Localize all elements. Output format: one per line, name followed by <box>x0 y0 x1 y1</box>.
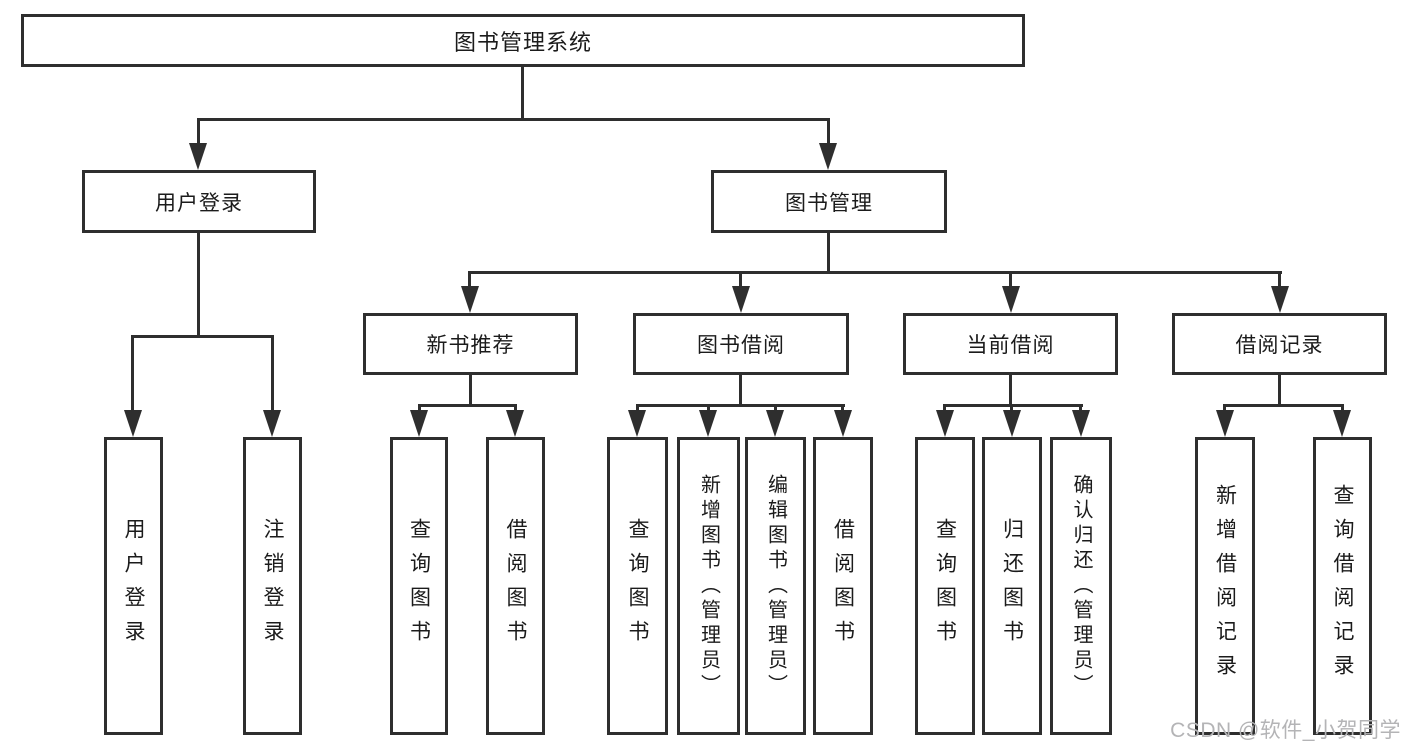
node-label: 图书管理系统 <box>453 29 592 55</box>
arrow-down <box>1072 410 1090 437</box>
node-current-borrowing: 当前借阅 <box>903 313 1118 375</box>
connector-vline <box>1223 404 1226 413</box>
node-label: 新书推荐 <box>426 334 515 357</box>
connector-hline <box>943 404 1083 407</box>
connector-vline <box>1278 375 1281 407</box>
leaf-label: 查询图书 <box>407 518 431 654</box>
connector-hline <box>1223 404 1344 407</box>
connector-hline <box>636 404 845 407</box>
connector-vline <box>1010 404 1013 413</box>
arrow-down <box>1333 410 1351 437</box>
leaf-borrowing-query-books: 查询图书 <box>607 437 668 735</box>
leaf-user-login: 用户登录 <box>104 437 163 735</box>
connector-vline <box>707 404 710 413</box>
node-new-book-recommend: 新书推荐 <box>363 313 578 375</box>
connector-vline <box>739 271 742 290</box>
connector-hline <box>468 271 1282 274</box>
leaf-label: 确认归还（管理员） <box>1070 473 1092 699</box>
node-book-borrowing: 图书借阅 <box>633 313 849 375</box>
node-label: 用户登录 <box>155 191 243 215</box>
connector-vline <box>827 233 830 273</box>
arrow-down <box>936 410 954 437</box>
leaf-label: 归还图书 <box>1000 518 1024 654</box>
arrow-down <box>1003 410 1021 437</box>
arrow-down <box>506 410 524 437</box>
arrow-down <box>766 410 784 437</box>
leaf-label: 查询图书 <box>933 518 957 654</box>
node-user-login: 用户登录 <box>82 170 316 233</box>
node-borrowing-records: 借阅记录 <box>1172 313 1387 375</box>
leaf-current-confirm-return-admin: 确认归还（管理员） <box>1050 437 1112 735</box>
arrow-down <box>410 410 428 437</box>
leaf-records-query-borrow-record: 查询借阅记录 <box>1313 437 1372 735</box>
connector-vline <box>131 335 134 411</box>
connector-vline <box>943 404 946 413</box>
leaf-recommend-query-books: 查询图书 <box>390 437 448 735</box>
leaf-current-return-books: 归还图书 <box>982 437 1042 735</box>
connector-vline <box>1009 271 1012 290</box>
leaf-label: 借阅图书 <box>504 518 527 654</box>
leaf-borrowing-borrow-books: 借阅图书 <box>813 437 873 735</box>
leaf-label: 新增借阅记录 <box>1213 484 1237 688</box>
node-book-management: 图书管理 <box>711 170 947 233</box>
leaf-label: 注销登录 <box>261 518 284 654</box>
node-library-system: 图书管理系统 <box>21 14 1025 67</box>
connector-vline <box>468 271 471 290</box>
connector-vline <box>841 404 844 413</box>
arrow-down <box>819 143 837 170</box>
leaf-borrowing-edit-books-admin: 编辑图书（管理员） <box>745 437 806 735</box>
arrow-down <box>124 410 142 437</box>
connector-vline <box>739 375 742 407</box>
leaf-label: 查询借阅记录 <box>1331 484 1354 688</box>
node-label: 图书借阅 <box>697 334 785 357</box>
connector-vline <box>774 404 777 413</box>
arrow-down <box>628 410 646 437</box>
leaf-recommend-borrow-books: 借阅图书 <box>486 437 545 735</box>
leaf-borrowing-add-books-admin: 新增图书（管理员） <box>677 437 740 735</box>
connector-hline <box>418 404 517 407</box>
connector-hline <box>197 118 830 121</box>
leaf-label: 用户登录 <box>122 518 145 654</box>
connector-vline <box>469 375 472 407</box>
node-label: 借阅记录 <box>1235 334 1324 357</box>
connector-vline <box>636 404 639 413</box>
arrow-down <box>189 143 207 170</box>
connector-vline <box>197 118 200 146</box>
arrow-down <box>699 410 717 437</box>
arrow-down <box>263 410 281 437</box>
connector-vline <box>418 404 421 413</box>
arrow-down <box>1002 286 1020 313</box>
leaf-label: 查询图书 <box>626 518 649 654</box>
arrow-down <box>834 410 852 437</box>
node-label: 当前借阅 <box>966 334 1055 357</box>
leaf-label: 借阅图书 <box>831 518 855 654</box>
connector-vline <box>197 233 200 335</box>
connector-vline <box>521 67 524 118</box>
leaf-label: 编辑图书（管理员） <box>764 473 787 699</box>
watermark: CSDN @软件_小贺同学 <box>1170 719 1401 742</box>
connector-vline <box>827 118 830 146</box>
arrow-down <box>1216 410 1234 437</box>
connector-hline <box>131 335 274 338</box>
connector-vline <box>1278 271 1281 290</box>
arrow-down <box>1271 286 1289 313</box>
leaf-current-query-books: 查询图书 <box>915 437 975 735</box>
leaf-logout-login: 注销登录 <box>243 437 302 735</box>
leaf-label: 新增图书（管理员） <box>697 473 720 699</box>
connector-vline <box>271 335 274 411</box>
connector-vline <box>1079 404 1082 413</box>
leaf-records-add-borrow-record: 新增借阅记录 <box>1195 437 1255 735</box>
connector-vline <box>514 404 517 413</box>
node-label: 图书管理 <box>785 191 873 215</box>
arrow-down <box>461 286 479 313</box>
connector-vline <box>1341 404 1344 413</box>
arrow-down <box>732 286 750 313</box>
connector-vline <box>1009 375 1012 407</box>
